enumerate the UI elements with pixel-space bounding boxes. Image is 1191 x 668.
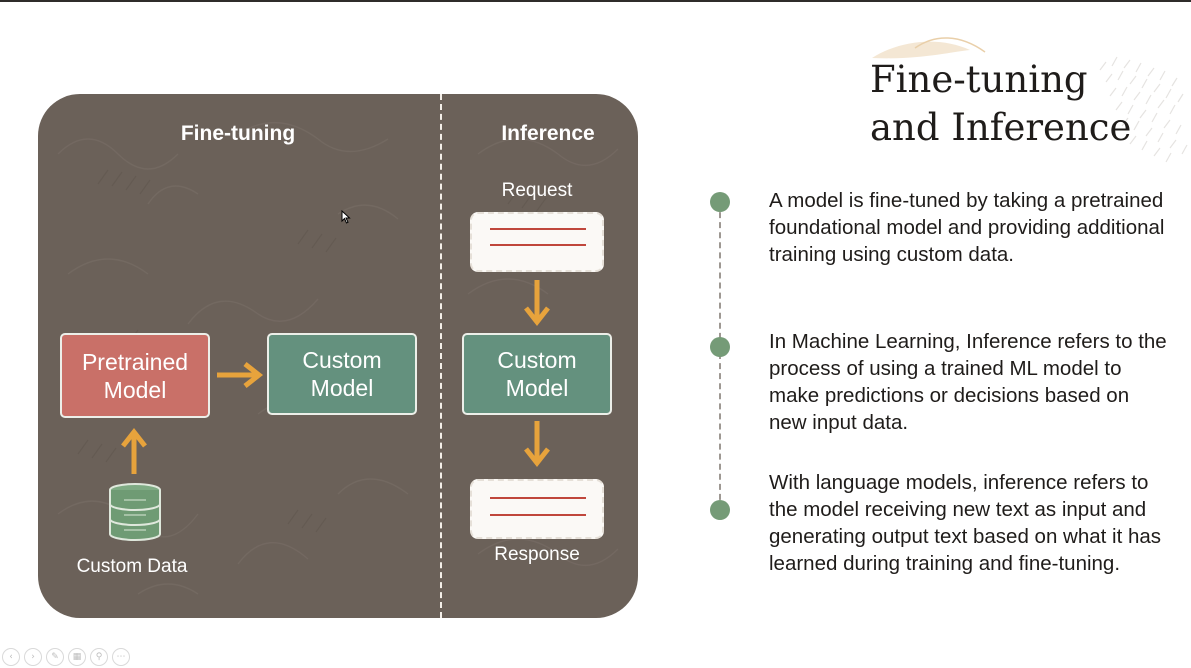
inference-title: Inference xyxy=(501,122,595,145)
bullet-dot xyxy=(710,500,730,520)
bullet-text-2: In Machine Learning, Inference refers to… xyxy=(769,330,1167,434)
slide-title-line-1: Fine-tuning xyxy=(870,58,1088,101)
slide-title-line-2: and Inference xyxy=(870,106,1132,149)
bullet-text-3: With language models, inference refers t… xyxy=(769,471,1162,575)
custom-data-label: Custom Data xyxy=(76,556,188,577)
arrow-down-icon xyxy=(524,421,550,468)
slides-icon[interactable]: ▦ xyxy=(68,648,86,666)
panel-texture xyxy=(57,122,619,595)
arrow-up-icon xyxy=(121,427,147,474)
arrow-right-icon xyxy=(217,362,264,388)
pen-icon[interactable]: ✎ xyxy=(46,648,64,666)
slide-title: Fine-tuning and Inference xyxy=(870,56,1170,152)
next-icon[interactable]: › xyxy=(24,648,42,666)
bullet-dot xyxy=(710,337,730,357)
document-line xyxy=(490,228,586,230)
bullet-dot xyxy=(710,192,730,212)
request-label: Request xyxy=(501,180,573,201)
mouse-cursor-icon xyxy=(341,210,351,224)
custom-model-box-fine-tuning: Custom Model xyxy=(267,333,417,415)
request-document xyxy=(470,212,604,272)
more-icon[interactable]: ⋯ xyxy=(112,648,130,666)
top-border xyxy=(0,0,1191,2)
response-document xyxy=(470,479,604,539)
document-line xyxy=(490,244,586,246)
zoom-icon[interactable]: ⚲ xyxy=(90,648,108,666)
response-label: Response xyxy=(494,544,580,565)
document-line xyxy=(490,514,586,516)
bullet-text-1: A model is fine-tuned by taking a pretra… xyxy=(769,189,1165,266)
presentation-toolbar: ‹ › ✎ ▦ ⚲ ⋯ xyxy=(0,648,130,668)
database-icon xyxy=(109,483,161,541)
pretrained-model-box: Pretrained Model xyxy=(60,333,210,418)
pretrained-model-label: Pretrained Model xyxy=(81,348,189,403)
previous-icon[interactable]: ‹ xyxy=(2,648,20,666)
custom-model-box-inference: Custom Model xyxy=(462,333,612,415)
diagram-panel: Fine-tuning Inference Pretrained Model C… xyxy=(38,94,638,618)
arrow-down-icon xyxy=(524,280,550,327)
custom-model-label-fine-tuning: Custom Model xyxy=(302,347,382,401)
custom-model-label-inference: Custom Model xyxy=(497,347,577,401)
document-line xyxy=(490,497,586,499)
decorative-leaf-pattern xyxy=(872,37,1188,163)
fine-tuning-title: Fine-tuning xyxy=(180,122,296,145)
section-divider xyxy=(440,94,442,618)
